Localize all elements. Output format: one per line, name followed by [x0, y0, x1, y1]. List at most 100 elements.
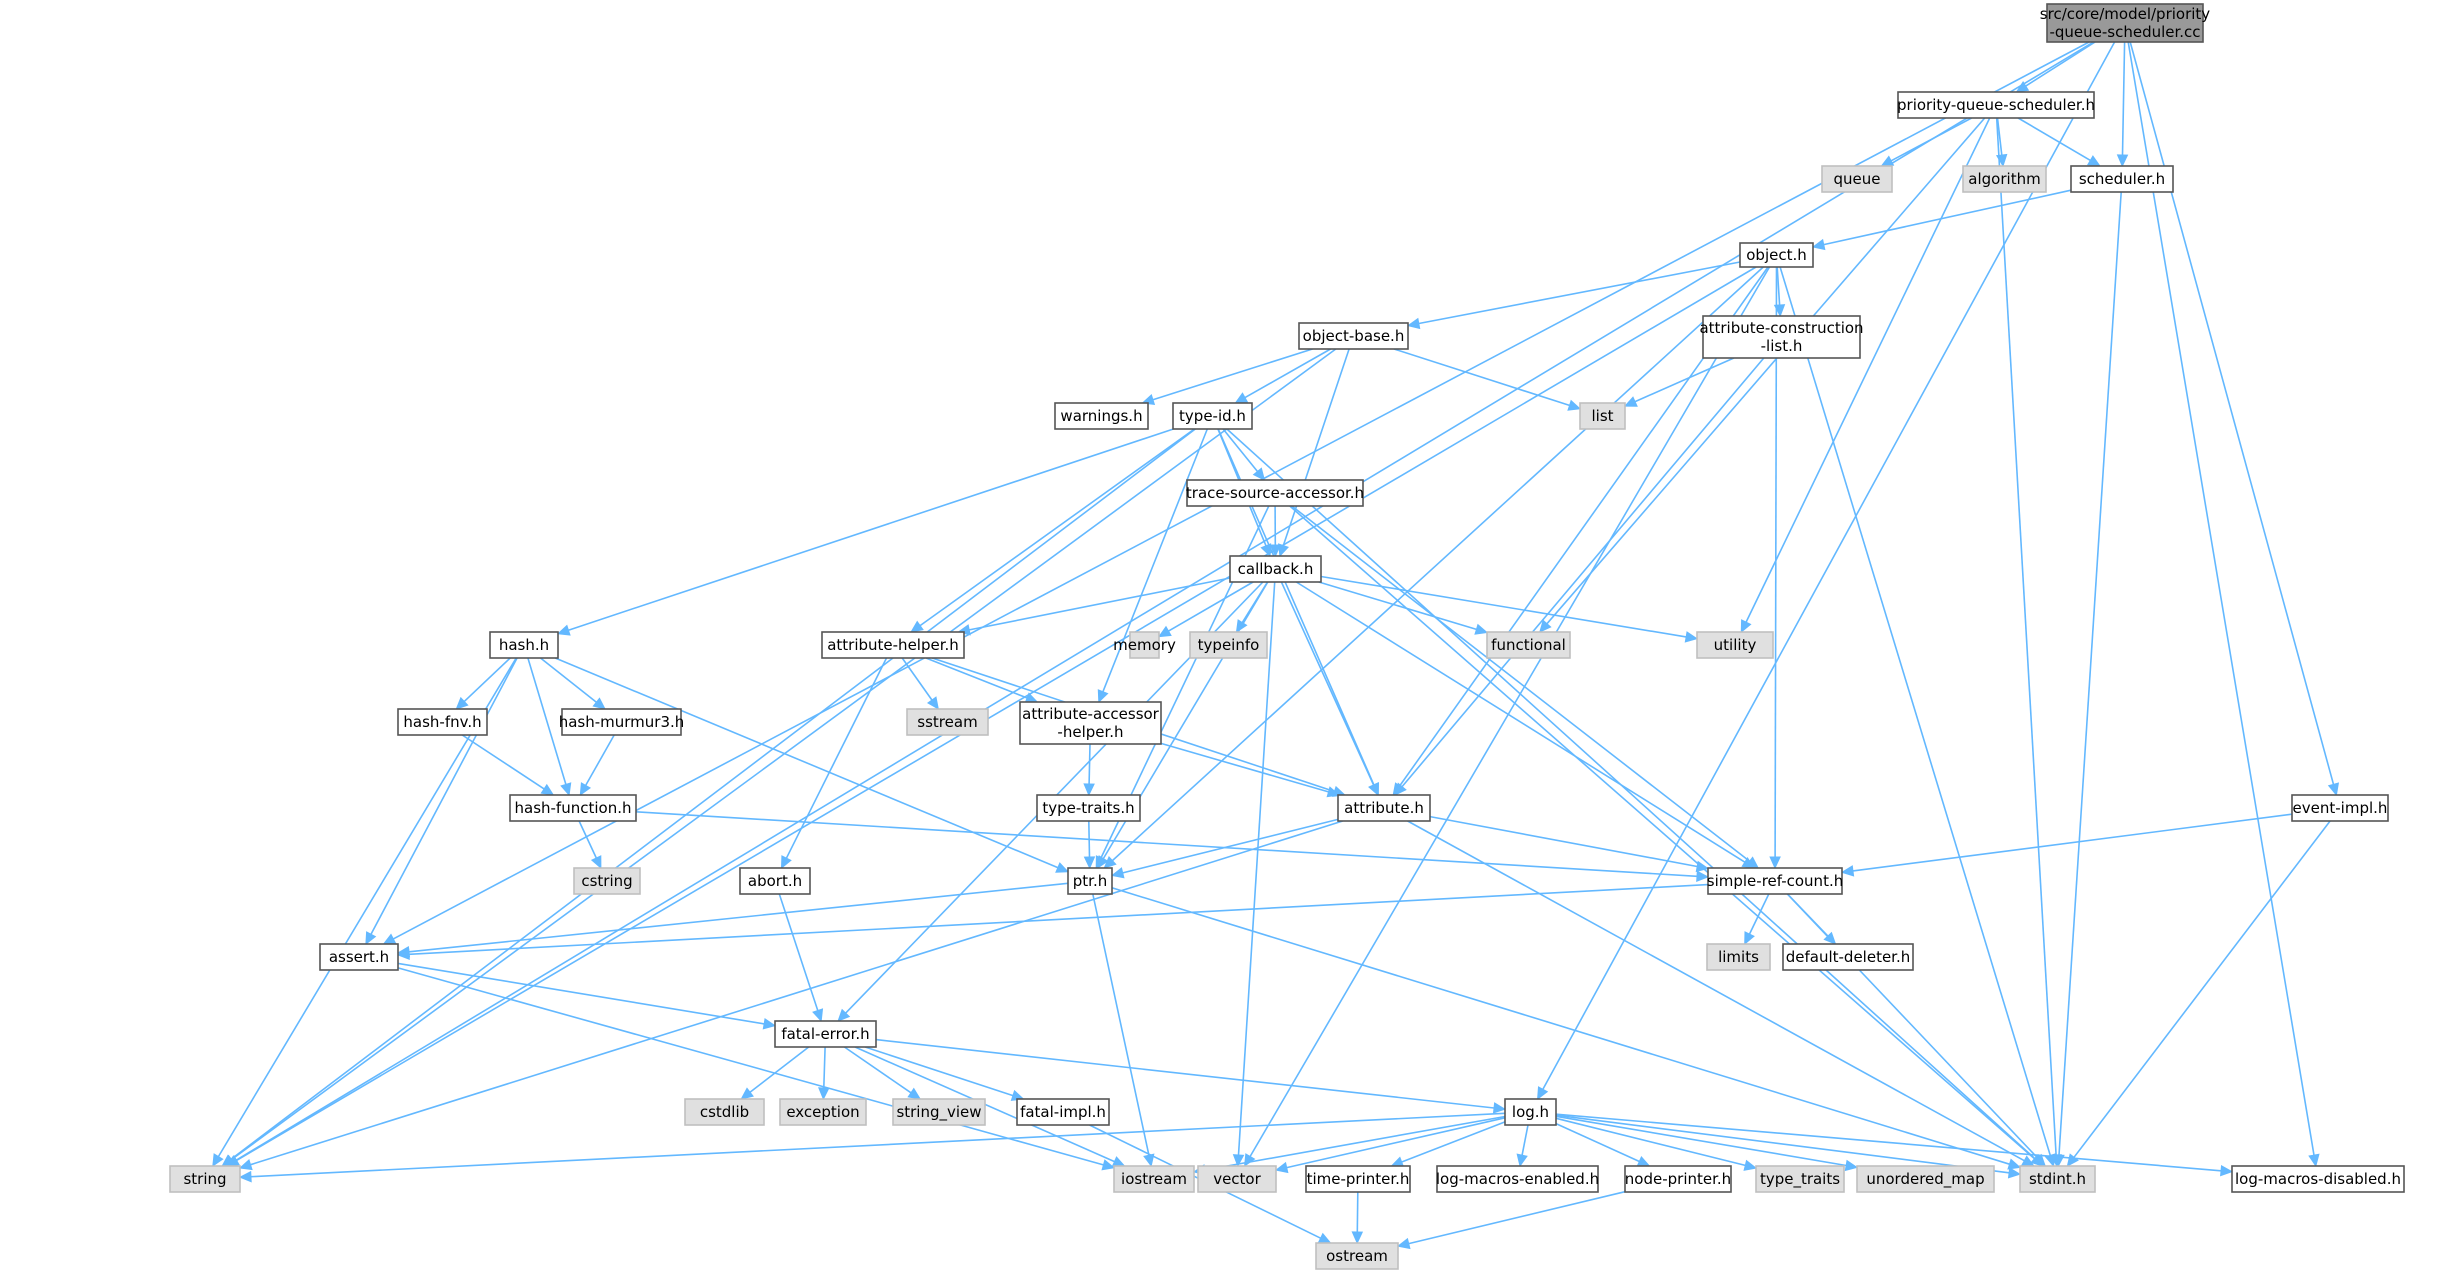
node-hash-fnv-h[interactable]: hash-fnv.h	[397, 708, 488, 736]
node-fatal-error-h[interactable]: fatal-error.h	[774, 1020, 877, 1048]
edge-arrowhead	[1269, 544, 1282, 558]
edge-arrowhead	[1840, 865, 1855, 877]
edge-line	[408, 882, 1069, 953]
node-pqs-h[interactable]: priority-queue-scheduler.h	[1897, 91, 2095, 119]
node-label: trace-source-accessor.h	[1186, 484, 1364, 502]
edge-line	[1995, 117, 2057, 1156]
node-box	[1962, 165, 2047, 193]
edge-arrowhead	[1111, 1156, 1126, 1167]
edge-arrowhead	[1740, 619, 1752, 634]
node-assert-h[interactable]: assert.h	[319, 943, 399, 971]
edge-line	[1418, 261, 1741, 325]
edge-line	[1160, 742, 1329, 793]
node-abort-h[interactable]: abort.h	[739, 867, 811, 895]
edge-line	[235, 41, 2094, 1161]
node-tsa-h[interactable]: trace-source-accessor.h	[1186, 479, 1364, 507]
node-node-printer-h[interactable]: node-printer.h	[1624, 1165, 1732, 1193]
node-box	[2019, 1165, 2096, 1193]
node-time-printer-h[interactable]: time-printer.h	[1305, 1165, 1411, 1193]
node-box	[397, 708, 488, 736]
node-attribute-h[interactable]: attribute.h	[1337, 794, 1431, 822]
node-label: unordered_map	[1866, 1170, 1984, 1189]
node-event-impl-h[interactable]: event-impl.h	[2291, 794, 2389, 822]
edge-fatal_error_h-to-cstdlib	[740, 1046, 810, 1100]
edge-line	[1555, 1114, 2010, 1174]
edge-hash_h-to-hash_fnv_h	[455, 657, 511, 710]
node-string-view: string_view	[892, 1098, 986, 1126]
node-label: attribute-construction	[1699, 319, 1863, 337]
edge-line	[1745, 117, 1991, 623]
node-log-macros-disabled-h[interactable]: log-macros-disabled.h	[2231, 1165, 2405, 1193]
edge-tsa_h-to-stdint_h	[1289, 505, 2044, 1167]
edge-arrowhead	[1055, 862, 1070, 873]
edge-arrowhead	[455, 696, 469, 710]
edge-line	[1776, 266, 1781, 306]
node-label: utility	[1714, 636, 1757, 654]
node-hash-murmur3-h[interactable]: hash-murmur3.h	[559, 708, 685, 736]
edge-line	[1542, 41, 2116, 1090]
node-object-base-h[interactable]: object-base.h	[1298, 322, 1409, 350]
edge-arrowhead	[1243, 1153, 1256, 1168]
node-box	[1189, 631, 1268, 659]
edge-line	[925, 657, 1028, 699]
node-warnings-h[interactable]: warnings.h	[1054, 402, 1149, 430]
edge-line	[1226, 428, 2036, 1160]
node-box	[1067, 867, 1113, 895]
edge-line	[1122, 818, 1339, 874]
edge-arrowhead	[1101, 1159, 1116, 1171]
node-label: queue	[1834, 170, 1881, 188]
edge-arrowhead	[382, 933, 397, 945]
node-log-h[interactable]: log.h	[1504, 1098, 1557, 1126]
edge-arrowhead	[2007, 1167, 2022, 1179]
node-label: object.h	[1746, 246, 1807, 264]
edge-src_h-to-limits	[1744, 893, 1770, 946]
edge-object_base_h-to-type_id_h	[1234, 348, 1331, 404]
edge-line	[408, 883, 1709, 956]
node-box	[319, 943, 399, 971]
edge-arrowhead	[740, 1087, 754, 1100]
node-box	[1702, 315, 1861, 359]
node-attr-helper-h[interactable]: attribute-helper.h	[821, 631, 965, 659]
node-box	[2046, 3, 2204, 43]
node-label: cstring	[581, 872, 632, 890]
node-hash-h[interactable]: hash.h	[489, 631, 559, 659]
edge-line	[1996, 117, 2003, 156]
edge-arrowhead	[212, 1153, 224, 1168]
node-label: ptr.h	[1073, 872, 1107, 890]
node-label: stdint.h	[2029, 1170, 2086, 1188]
node-default-deleter-h[interactable]: default-deleter.h	[1782, 943, 1914, 971]
node-log-macros-enabled-h[interactable]: log-macros-enabled.h	[1436, 1165, 1599, 1193]
node-type-id-h[interactable]: type-id.h	[1172, 402, 1253, 430]
node-box	[739, 867, 811, 895]
node-callback-h[interactable]: callback.h	[1229, 555, 1322, 583]
edge-line	[1786, 893, 2039, 1159]
edge-line	[1320, 575, 1687, 638]
node-label: string	[183, 1170, 226, 1188]
node-cstring: cstring	[573, 867, 641, 895]
node-box	[774, 1020, 877, 1048]
node-box	[1755, 1165, 1845, 1193]
edge-object_base_h-to-list	[1393, 348, 1582, 411]
edge-assert_h-to-iostream	[397, 967, 1116, 1171]
node-acl-h[interactable]: attribute-construction-list.h	[1699, 315, 1864, 359]
node-src-h[interactable]: simple-ref-count.h	[1707, 867, 1843, 895]
edge-line	[2121, 41, 2126, 156]
edge-time_printer_h-to-ostream	[1351, 1191, 1364, 1245]
node-box	[906, 708, 989, 736]
node-ptr-h[interactable]: ptr.h	[1067, 867, 1113, 895]
node-fatal-impl-h[interactable]: fatal-impl.h	[1016, 1098, 1110, 1126]
edge-line	[1244, 348, 1331, 399]
node-object-h[interactable]: object.h	[1739, 242, 1814, 268]
node-hash-function-h[interactable]: hash-function.h	[509, 794, 637, 822]
edge-arrowhead	[837, 1008, 851, 1022]
node-box	[489, 631, 559, 659]
node-scheduler-h[interactable]: scheduler.h	[2070, 165, 2174, 193]
node-type-traits-h[interactable]: type-traits.h	[1036, 794, 1141, 822]
node-aah-h[interactable]: attribute-accessor-helper.h	[1019, 701, 1162, 745]
edge-hash_murmur3_h-to-hash_function_h	[579, 734, 615, 797]
node-root[interactable]: src/core/model/priority-queue-scheduler.…	[2040, 3, 2211, 43]
edge-line	[749, 1046, 810, 1093]
node-label: scheduler.h	[2079, 170, 2165, 188]
edge-line	[864, 1046, 1014, 1097]
edge-line	[785, 657, 888, 859]
